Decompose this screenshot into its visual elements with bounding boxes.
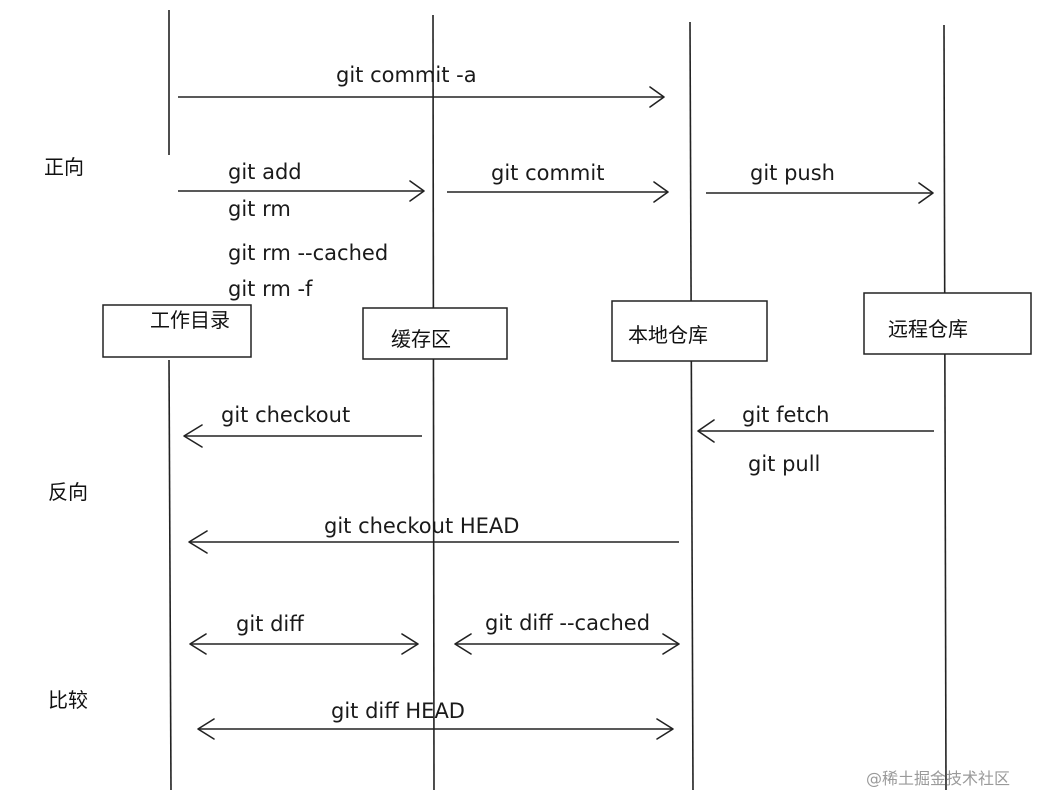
arrow-checkout-head — [188, 530, 679, 554]
arrow-fetch — [697, 419, 934, 443]
node-box-staging — [362, 307, 508, 360]
cmd-rm: git rm — [228, 197, 291, 221]
section-label-forward: 正向 — [44, 155, 84, 179]
arrow-commit-a — [178, 86, 665, 108]
node-label-local-repo: 本地仓库 — [628, 323, 708, 347]
cmd-checkout: git checkout — [221, 403, 350, 427]
cmd-rm-cached: git rm --cached — [228, 241, 388, 265]
lifeline-remote-repo — [943, 24, 947, 791]
arrow-add — [178, 180, 425, 202]
arrow-diff-cached — [454, 633, 680, 655]
section-label-reverse: 反向 — [48, 480, 88, 504]
cmd-diff-head: git diff HEAD — [331, 699, 465, 723]
node-label-staging: 缓存区 — [391, 327, 451, 351]
cmd-add: git add — [228, 160, 302, 184]
cmd-push: git push — [750, 161, 835, 185]
arrow-push — [706, 182, 934, 204]
cmd-diff: git diff — [236, 612, 304, 636]
cmd-checkout-head: git checkout HEAD — [324, 514, 519, 538]
cmd-commit-a: git commit -a — [336, 63, 477, 87]
section-label-compare: 比较 — [48, 688, 88, 712]
arrow-diff — [189, 633, 419, 655]
node-box-local-repo — [611, 300, 768, 362]
node-box-working-dir — [102, 304, 252, 358]
node-label-remote-repo: 远程仓库 — [888, 317, 968, 341]
arrow-checkout — [183, 424, 422, 448]
lifeline-local-repo — [689, 21, 694, 791]
lifeline-staging — [432, 14, 435, 791]
arrow-diff-head — [197, 718, 674, 740]
node-label-working-dir: 工作目录 — [150, 308, 230, 332]
arrow-commit — [447, 181, 669, 203]
lifelines — [168, 10, 947, 791]
lifeline-working-dir-lower — [168, 359, 172, 791]
cmd-commit: git commit — [491, 161, 604, 185]
cmd-fetch: git fetch — [742, 403, 829, 427]
node-box-remote-repo — [863, 292, 1032, 355]
node-boxes: 工作目录 缓存区 本地仓库 远程仓库 — [102, 292, 1032, 362]
cmd-rm-f: git rm -f — [228, 277, 313, 301]
watermark: @稀土掘金技术社区 — [866, 769, 1010, 788]
cmd-diff-cached: git diff --cached — [485, 611, 650, 635]
cmd-pull: git pull — [748, 452, 820, 476]
